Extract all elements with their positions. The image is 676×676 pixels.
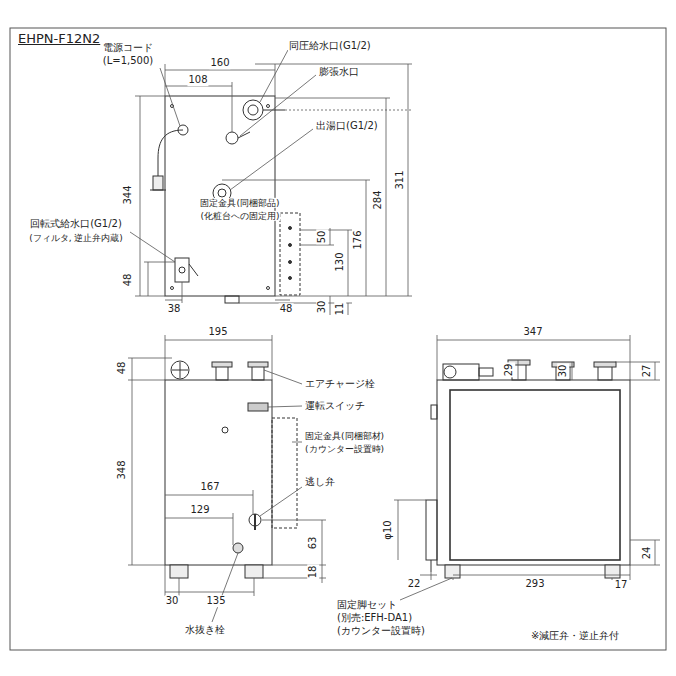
dimension-value: 348: [116, 459, 128, 480]
dimension-value: 50: [316, 230, 328, 245]
dimension-value: 30: [557, 364, 569, 379]
dimension-value: 284: [372, 189, 384, 210]
part-label: 運転スイッチ: [304, 400, 366, 412]
dimension-value: φ10: [382, 519, 394, 540]
dimension-value: 347: [522, 326, 543, 338]
dimension-value: 344: [122, 184, 134, 205]
dimension-value: 29: [503, 363, 515, 378]
part-label: 電源コード: [102, 42, 154, 54]
dimension-value: 22: [407, 578, 422, 590]
dimension-value: 18: [307, 565, 319, 580]
part-label: 回転式給水口(G1/2): [29, 218, 123, 230]
part-label: 同圧給水口(G1/2): [288, 40, 372, 52]
part-label: 固定脚セット: [336, 599, 398, 611]
dimension-value: 48: [279, 303, 294, 315]
dimension-value: 48: [116, 361, 128, 376]
dimension-value: 311: [394, 169, 406, 190]
part-label: 水抜き栓: [184, 624, 226, 636]
dimension-value: 108: [187, 74, 208, 86]
dimension-value: 135: [205, 595, 226, 607]
dimension-value: 24: [641, 546, 653, 561]
part-label: (化粧台への固定用): [199, 211, 280, 221]
dimension-value: 30: [316, 300, 328, 315]
part-label: 逃し弁: [304, 476, 336, 488]
dimension-value: 27: [641, 364, 653, 379]
part-label: (カウンター設置時): [336, 625, 426, 637]
part-label: 膨張水口: [318, 66, 360, 78]
dimension-value: 129: [189, 504, 210, 516]
part-label: 固定金具(同梱部材): [304, 431, 385, 441]
dimension-value: 195: [207, 326, 228, 338]
dimension-value: 176: [352, 229, 364, 250]
dimension-value: 63: [307, 536, 319, 551]
part-label: ※減圧弁・逆止弁付: [530, 630, 620, 642]
dimension-value: 167: [199, 481, 220, 493]
dimension-value: 38: [167, 303, 182, 315]
part-label: 固定金具(同梱部品): [199, 198, 280, 208]
dimension-value: 130: [334, 251, 346, 272]
part-label: (別売:EFH-DA1): [336, 612, 413, 624]
dimension-value: 17: [614, 579, 629, 591]
dimension-value: 48: [122, 273, 134, 288]
part-label: 出湯口(G1/2): [315, 120, 379, 132]
dimension-value: 160: [209, 57, 230, 69]
part-label: (フィルタ, 逆止弁内蔵): [28, 233, 124, 243]
dimension-value: 11: [334, 302, 346, 317]
dimension-value: 30: [165, 595, 180, 607]
part-label: (カウンター設置時): [304, 444, 385, 454]
dimension-value: 293: [524, 578, 545, 590]
model-title: EHPN-F12N2: [18, 31, 100, 46]
part-label: (L=1,500): [102, 55, 154, 67]
part-label: エアチャージ栓: [304, 378, 376, 390]
